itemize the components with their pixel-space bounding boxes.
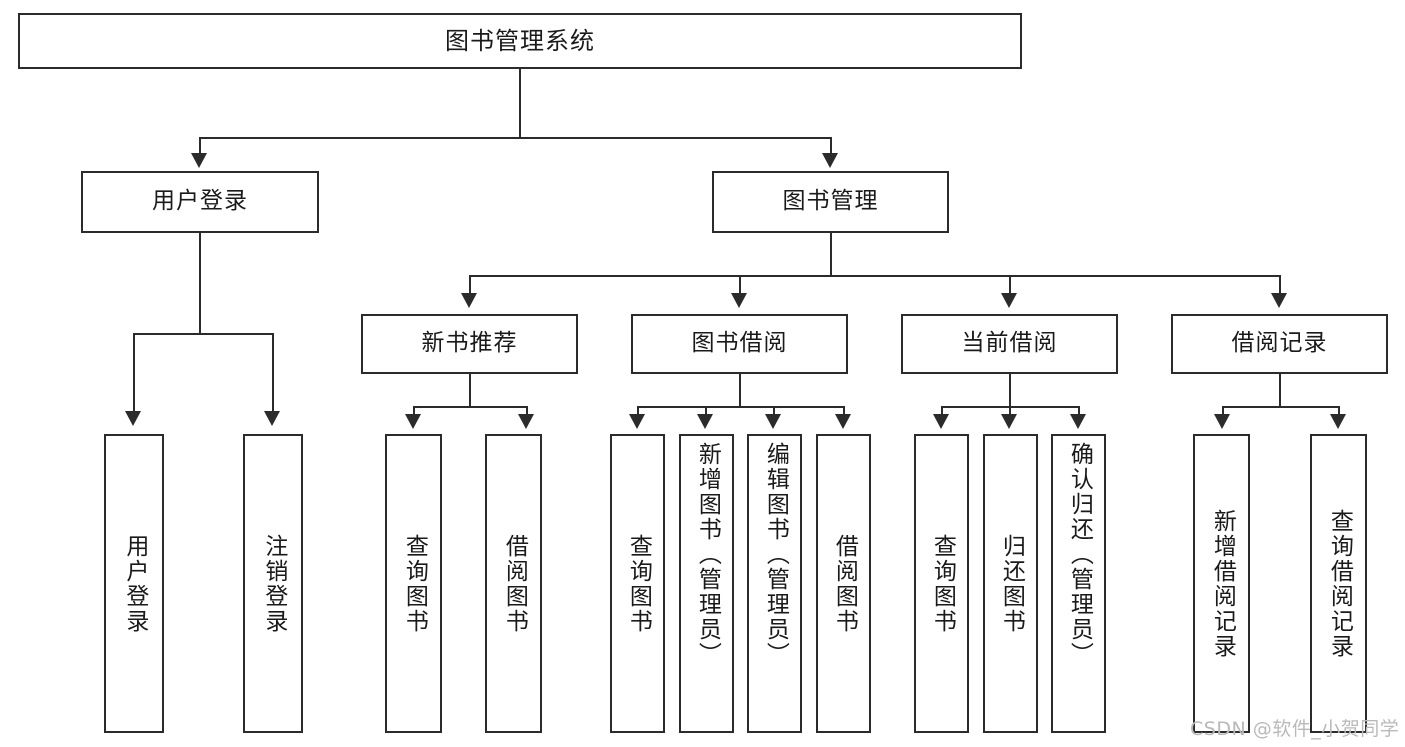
- connector-borrow-record-bus: [1222, 406, 1338, 408]
- node-label: 借阅记录: [1231, 330, 1328, 357]
- node-current-borrow[interactable]: 当前借阅: [901, 314, 1118, 374]
- arrow-to-borrow-record: [1271, 293, 1287, 308]
- node-book-management-system[interactable]: 图书管理系统: [18, 13, 1022, 69]
- connector-level3-drop-1: [469, 275, 471, 295]
- arrow-to-current-borrow: [1001, 293, 1017, 308]
- connector-level3-drop-4: [1279, 275, 1281, 295]
- connector-book-borrow-drop-3: [773, 406, 775, 416]
- arrow-to-leaf-add-record: [1214, 414, 1230, 429]
- leaf-logout[interactable]: 注销登录: [243, 434, 303, 733]
- connector-current-borrow-drop-1: [941, 406, 943, 416]
- leaf-return-book[interactable]: 归还图书: [983, 434, 1038, 733]
- leaf-borrow-book-recommend[interactable]: 借阅图书: [485, 434, 542, 733]
- connector-book-borrow-drop-1: [637, 406, 639, 416]
- node-user-login[interactable]: 用户登录: [81, 171, 319, 233]
- connector-root-stem: [519, 69, 521, 137]
- arrow-to-leaf-borrow-book-2: [835, 414, 851, 429]
- arrow-to-leaf-query-book-2: [629, 414, 645, 429]
- connector-current-borrow-drop-3: [1078, 406, 1080, 416]
- connector-borrow-record-drop-1: [1222, 406, 1224, 416]
- connector-current-borrow-drop-2: [1009, 406, 1011, 416]
- connector-level3-bus: [469, 275, 1280, 277]
- node-label: 图书借阅: [691, 330, 788, 357]
- leaf-confirm-return-admin[interactable]: 确认归还（管理员）: [1051, 434, 1106, 733]
- connector-book-borrow-stem: [739, 374, 741, 406]
- leaf-label: 查询借阅记录: [1326, 508, 1353, 659]
- connector-user-login-stem: [199, 233, 201, 333]
- arrow-to-leaf-query-book-3: [933, 414, 949, 429]
- connector-new-book-drop-2: [526, 406, 528, 416]
- arrow-to-leaf-query-record: [1330, 414, 1346, 429]
- leaf-add-book-admin[interactable]: 新增图书（管理员）: [679, 434, 734, 733]
- leaf-label: 用户登录: [121, 533, 148, 634]
- node-label: 图书管理: [782, 188, 879, 215]
- arrow-to-leaf-user-login: [125, 411, 141, 426]
- arrow-to-leaf-add-book: [697, 414, 713, 429]
- node-label: 图书管理系统: [445, 26, 595, 55]
- leaf-query-book-recommend[interactable]: 查询图书: [385, 434, 442, 733]
- node-label: 当前借阅: [961, 330, 1058, 357]
- connector-new-book-bus: [413, 406, 526, 408]
- leaf-label: 借阅图书: [831, 533, 858, 634]
- arrow-to-leaf-query-book-1: [405, 414, 421, 429]
- arrow-to-book-borrow: [731, 293, 747, 308]
- connector-new-book-stem: [469, 374, 471, 406]
- leaf-add-borrow-record[interactable]: 新增借阅记录: [1193, 434, 1250, 733]
- connector-book-management-stem: [830, 233, 832, 275]
- leaf-label: 新增借阅记录: [1209, 508, 1236, 659]
- arrow-to-new-book-recommend: [461, 293, 477, 308]
- connector-level3-drop-2: [739, 275, 741, 295]
- leaf-edit-book-admin[interactable]: 编辑图书（管理员）: [747, 434, 802, 733]
- arrow-to-leaf-logout: [264, 411, 280, 426]
- leaf-label: 查询图书: [929, 533, 956, 634]
- connector-book-borrow-drop-4: [843, 406, 845, 416]
- leaf-label: 编辑图书（管理员）: [762, 442, 789, 667]
- arrow-to-leaf-edit-book: [765, 414, 781, 429]
- arrow-to-user-login: [191, 153, 207, 168]
- connector-level3-drop-3: [1009, 275, 1011, 295]
- leaf-label: 归还图书: [998, 533, 1025, 634]
- connector-user-login-drop-2: [272, 333, 274, 413]
- arrow-to-book-management: [822, 153, 838, 168]
- connector-borrow-record-stem: [1279, 374, 1281, 406]
- connector-book-borrow-drop-2: [705, 406, 707, 416]
- leaf-query-book-current[interactable]: 查询图书: [914, 434, 969, 733]
- node-borrow-record[interactable]: 借阅记录: [1171, 314, 1388, 374]
- connector-user-login-bus: [133, 333, 272, 335]
- connector-current-borrow-stem: [1009, 374, 1011, 406]
- leaf-query-book-borrow[interactable]: 查询图书: [610, 434, 665, 733]
- connector-book-borrow-bus: [637, 406, 843, 408]
- leaf-label: 确认归还（管理员）: [1066, 442, 1093, 667]
- watermark-text: CSDN @软件_小贺同学: [1190, 718, 1400, 740]
- arrow-to-leaf-return-book: [1001, 414, 1017, 429]
- connector-user-login-drop-1: [133, 333, 135, 413]
- leaf-label: 注销登录: [260, 533, 287, 634]
- connector-new-book-drop-1: [413, 406, 415, 416]
- arrow-to-leaf-borrow-book-1: [518, 414, 534, 429]
- node-new-book-recommend[interactable]: 新书推荐: [361, 314, 578, 374]
- connector-level2-drop-2: [830, 137, 832, 155]
- node-book-borrow[interactable]: 图书借阅: [631, 314, 848, 374]
- leaf-user-login[interactable]: 用户登录: [104, 434, 164, 733]
- arrow-to-leaf-confirm-return: [1070, 414, 1086, 429]
- leaf-label: 查询图书: [625, 533, 652, 634]
- node-label: 新书推荐: [421, 330, 518, 357]
- connector-level2-drop-1: [199, 137, 201, 155]
- leaf-query-borrow-record[interactable]: 查询借阅记录: [1310, 434, 1367, 733]
- leaf-label: 借阅图书: [501, 533, 528, 634]
- node-label: 用户登录: [152, 188, 248, 215]
- leaf-label: 查询图书: [401, 533, 428, 634]
- leaf-label: 新增图书（管理员）: [694, 442, 721, 667]
- node-book-management[interactable]: 图书管理: [712, 171, 949, 233]
- leaf-borrow-book-borrow[interactable]: 借阅图书: [816, 434, 871, 733]
- connector-level2-bus: [199, 137, 831, 139]
- connector-borrow-record-drop-2: [1338, 406, 1340, 416]
